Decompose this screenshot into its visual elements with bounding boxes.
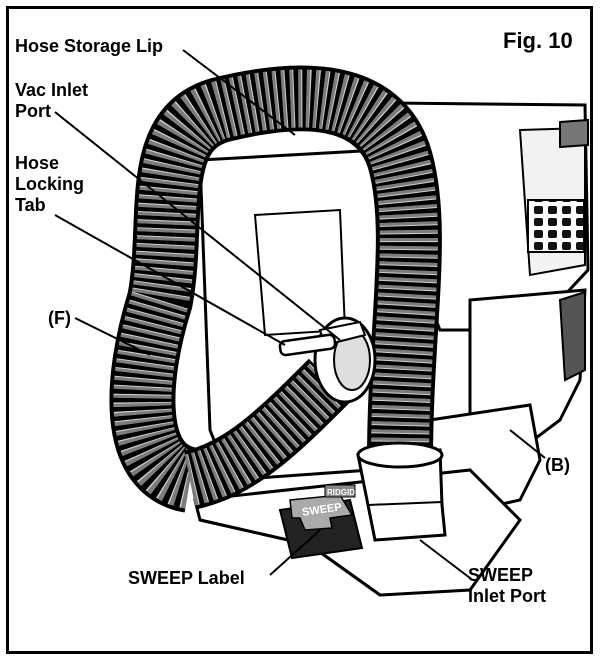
label-hose-f: (F) xyxy=(48,308,71,328)
label-body-b: (B) xyxy=(545,455,570,475)
decal-brand-text: RIDGID xyxy=(327,488,355,497)
label-hose-locking-tab: Hose Locking Tab xyxy=(15,153,84,216)
sweep-decal: RIDGID SWEEP xyxy=(278,484,364,560)
decal-sweep-text: SWEEP xyxy=(301,501,342,518)
hose-locking-tab xyxy=(278,333,337,357)
leader-hose-locking-tab xyxy=(54,214,286,346)
leader-vac-inlet-port xyxy=(54,111,341,341)
label-sweep-inlet-port-line-1: SWEEP xyxy=(468,565,534,585)
label-hose-locking-tab-line-3: Tab xyxy=(15,195,46,215)
leader-hose-f xyxy=(74,317,151,356)
figure-title: Fig. 10 xyxy=(503,28,573,53)
label-sweep-label: SWEEP Label xyxy=(128,568,245,588)
leader-sweep-label xyxy=(269,529,321,576)
leader-sweep-inlet-port xyxy=(419,539,471,579)
label-sweep-inlet-port: SWEEP Inlet Port xyxy=(468,565,546,607)
hose xyxy=(109,65,442,513)
leader-body-b xyxy=(509,429,546,459)
label-vac-inlet-port-line-1: Vac Inlet xyxy=(15,80,89,100)
label-hose-storage-lip: Hose Storage Lip xyxy=(15,36,164,56)
label-hose-locking-tab-line-1: Hose xyxy=(15,153,60,173)
label-vac-inlet-port-line-2: Port xyxy=(15,101,51,121)
leader-hose-storage-lip xyxy=(182,49,296,136)
label-hose-locking-tab-line-2: Locking xyxy=(15,174,85,194)
label-sweep-inlet-port-line-2: Inlet Port xyxy=(468,586,547,606)
sweep-inlet-cuff xyxy=(356,441,447,542)
leader-lines xyxy=(54,49,546,579)
vac-inlet-port xyxy=(278,316,377,404)
label-vac-inlet-port: Vac Inlet Port xyxy=(15,80,88,122)
